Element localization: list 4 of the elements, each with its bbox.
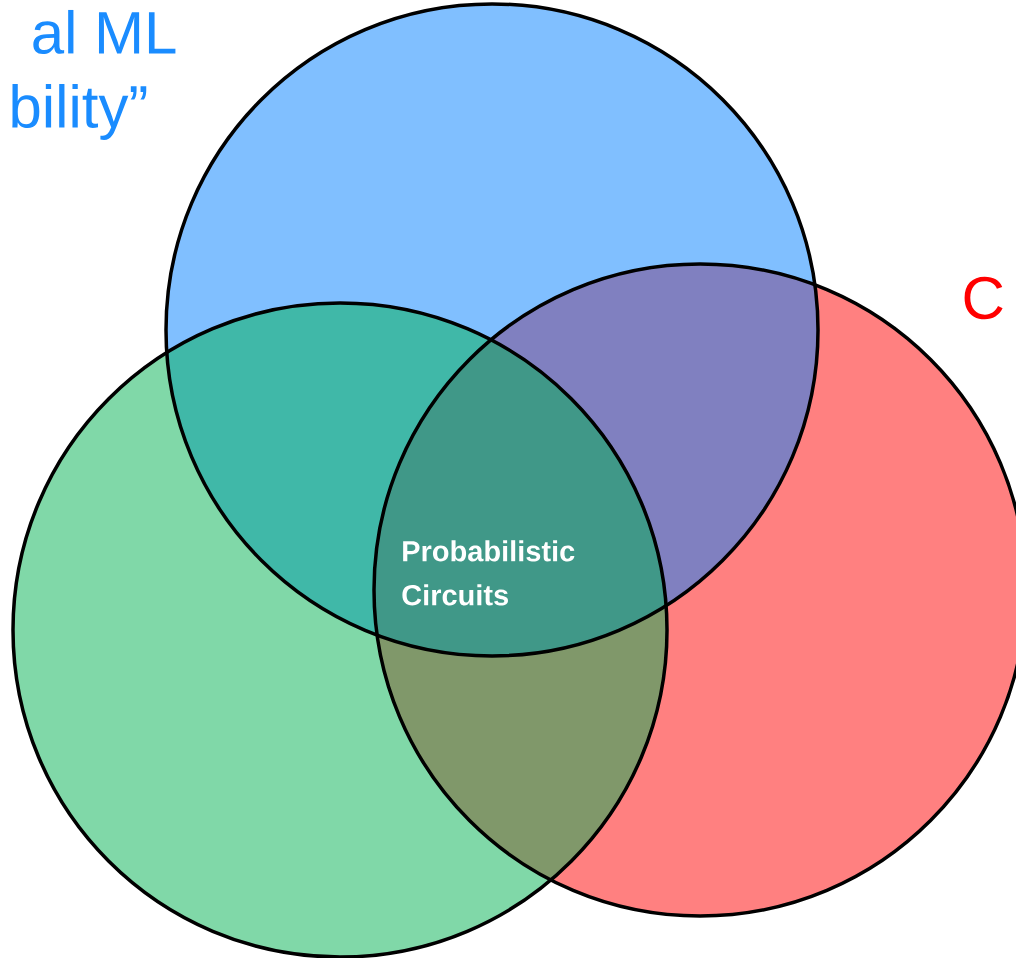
venn-label: bility”	[12, 84, 147, 140]
venn-label: al ML	[33, 9, 176, 54]
intersection-label: Probabilistic Circuits	[402, 540, 575, 606]
venn-label: C	[964, 276, 1003, 320]
